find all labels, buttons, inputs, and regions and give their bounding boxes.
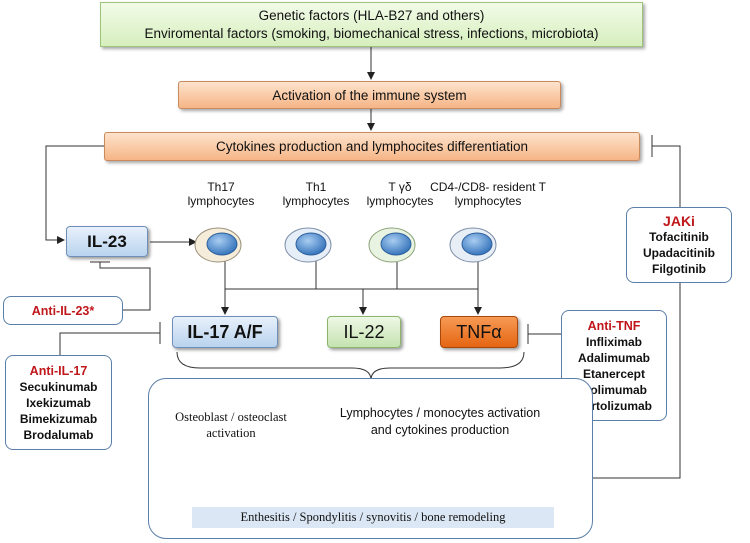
- cd4cd8-label-line2: lymphocytes: [454, 194, 522, 208]
- tgd-cell: [368, 227, 416, 263]
- tnf-box: TNFα: [440, 316, 518, 348]
- osteo-label-line1: Osteoblast / osteoclast: [175, 410, 287, 424]
- tgd-label-line2: lymphocytes: [366, 194, 434, 208]
- cd4cd8-label-line1: CD4-/CD8- resident T: [430, 180, 546, 194]
- jaki-box: JAKi Tofacitinib Upadacitinib Filgotinib: [626, 207, 732, 283]
- risk-factors-box: Genetic factors (HLA-B27 and others) Env…: [100, 2, 643, 47]
- drug-item: Adalimumab: [577, 350, 650, 365]
- th1-label-line2: lymphocytes: [282, 194, 350, 208]
- drug-item: Certolizumab: [575, 398, 652, 413]
- th17-label-line2: lymphocytes: [187, 194, 255, 208]
- drug-item: Tofacitinib: [649, 230, 709, 244]
- drug-item: Bimekizumab: [19, 411, 98, 426]
- immune-activation-box: Activation of the immune system: [178, 81, 561, 109]
- drug-item: Filgotinib: [652, 262, 706, 276]
- il23-box: IL-23: [66, 226, 148, 257]
- th17-label-line1: Th17: [207, 180, 235, 194]
- anti-tnf-box: Anti-TNF Infliximab Adalimumab Etanercep…: [561, 310, 667, 421]
- lympho-label-line2: and cytokines production: [370, 423, 510, 437]
- th1-label-line1: Th1: [305, 180, 327, 194]
- osteo-label-line2: activation: [206, 426, 256, 440]
- il22-box: IL-22: [327, 316, 401, 348]
- anti-il17-title: Anti-IL-17: [29, 363, 88, 378]
- anti-il17-box: Anti-IL-17 Secukinumab Ixekizumab Bimeki…: [5, 355, 112, 450]
- drug-item: Infliximab: [585, 334, 642, 349]
- drug-item: Etanercept: [582, 366, 646, 381]
- drug-item: Ixekizumab: [26, 395, 91, 410]
- drug-item: Brodalumab: [23, 427, 94, 442]
- th1-cell: [284, 227, 332, 263]
- tgd-label: T γδ lymphocytes: [360, 180, 440, 208]
- th1-label: Th1 lymphocytes: [276, 180, 356, 208]
- jaki-title: JAKi: [663, 213, 695, 229]
- anti-tnf-title: Anti-TNF: [587, 318, 641, 333]
- lympho-label: Lymphocytes / monocytes activation and c…: [320, 405, 560, 439]
- osteo-label: Osteoblast / osteoclast activation: [166, 409, 296, 441]
- cytokines-production-box: Cytokines production and lymphocites dif…: [104, 132, 640, 161]
- cd4cd8-label: CD4-/CD8- resident T lymphocytes: [418, 180, 558, 208]
- th17-label: Th17 lymphocytes: [186, 180, 256, 208]
- drug-item: Secukinumab: [19, 379, 98, 394]
- cd4cd8-cell: [449, 227, 497, 263]
- tgd-label-line1: T γδ: [388, 180, 412, 194]
- anti-il23-box: Anti-IL-23*: [3, 296, 123, 325]
- drug-item: Upadacitinib: [642, 246, 715, 260]
- clinical-manifestations-bar: Enthesitis / Spondylitis / synovitis / b…: [192, 507, 554, 528]
- th17-cell: [194, 227, 242, 263]
- genetic-factors-text: Genetic factors (HLA-B27 and others): [258, 7, 485, 23]
- environmental-factors-text: Enviromental factors (smoking, biomechan…: [144, 25, 599, 41]
- il17-box: IL-17 A/F: [172, 316, 278, 348]
- anti-il23-title: Anti-IL-23*: [31, 303, 95, 318]
- lympho-label-line1: Lymphocytes / monocytes activation: [339, 406, 541, 420]
- drug-item: Golimumab: [580, 382, 647, 397]
